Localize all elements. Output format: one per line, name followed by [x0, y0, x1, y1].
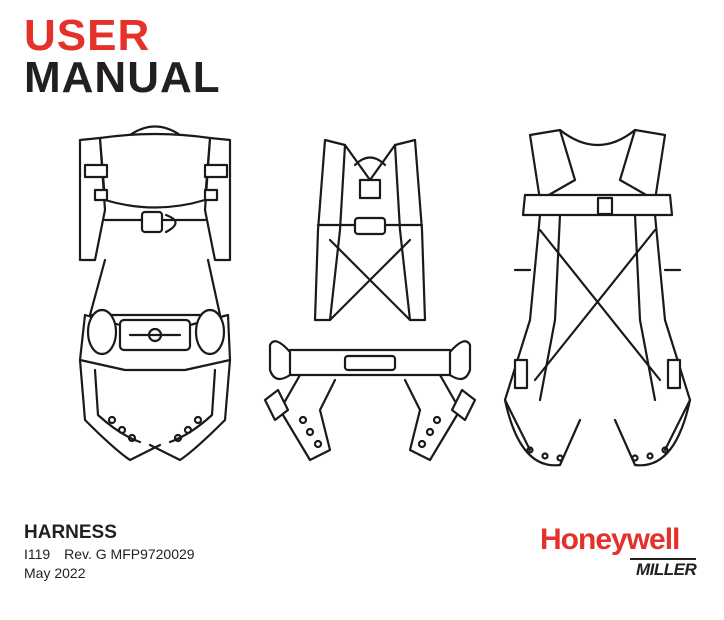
product-meta: I119 Rev. G MFP9720029: [24, 546, 205, 563]
harness-illustrations: [60, 120, 710, 500]
product-name: HARNESS: [24, 522, 117, 543]
title-user: USER: [24, 11, 151, 60]
harness-illustration-construction: [263, 138, 477, 462]
miller-logo: MILLER: [629, 558, 697, 579]
honeywell-logo: Honeywell: [540, 523, 680, 556]
product-code: I119: [24, 546, 51, 562]
product-revision: Rev. G MFP9720029: [64, 546, 195, 562]
harness-illustration-basic: [503, 128, 692, 467]
harness-illustration-padded: [78, 125, 232, 462]
title-manual: MANUAL: [24, 53, 221, 102]
publication-date: May 2022: [24, 565, 86, 581]
